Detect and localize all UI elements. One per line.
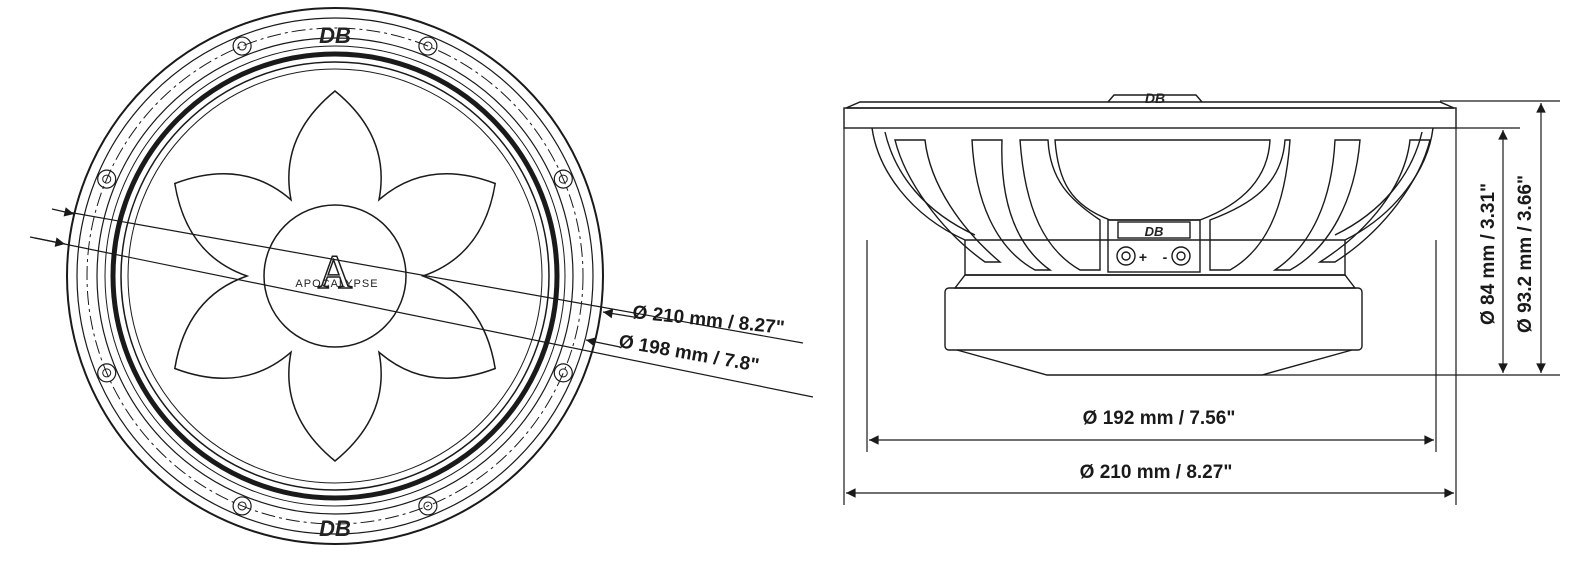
dim-label-mount-depth: Ø 84 mm / 3.31" bbox=[1478, 183, 1499, 325]
mount-hole-inner bbox=[558, 174, 568, 184]
mount-hole bbox=[232, 496, 252, 516]
top-logo-plate bbox=[1107, 94, 1203, 103]
mount-hole-inner bbox=[237, 501, 247, 511]
terminal-block bbox=[1107, 219, 1201, 273]
mount-hole bbox=[232, 36, 252, 56]
mount-hole bbox=[553, 363, 573, 383]
dim-label-front-inner: Ø 198 mm / 7.8" bbox=[617, 331, 761, 376]
spoke-5 bbox=[1272, 139, 1361, 271]
dim-label-front-outer: Ø 210 mm / 8.27" bbox=[631, 302, 785, 339]
mount-hole bbox=[97, 169, 117, 189]
side-dimensions bbox=[843, 100, 1560, 505]
dim-leader-outer bbox=[67, 211, 804, 344]
dim-leader-inner bbox=[34, 237, 814, 398]
frame-ring-2 bbox=[76, 17, 594, 535]
cone-edge bbox=[127, 68, 543, 484]
mount-hole bbox=[418, 496, 438, 516]
frame-ring-3 bbox=[96, 37, 574, 515]
mount-hole-inner bbox=[102, 368, 112, 378]
dust-cap bbox=[263, 204, 407, 348]
spoke-6 bbox=[1317, 139, 1431, 263]
magnet bbox=[944, 287, 1363, 351]
mount-hole-inner bbox=[102, 174, 112, 184]
mount-holes bbox=[97, 36, 573, 516]
front-logo-top: DB bbox=[319, 23, 351, 48]
front-logo-bottom: DB bbox=[319, 516, 351, 541]
dim-arrow-inner-right bbox=[585, 337, 621, 348]
mount-hole bbox=[97, 363, 117, 383]
frame-outer-ring bbox=[66, 7, 604, 545]
dim-label-total-depth: Ø 93.2 mm / 3.66" bbox=[1515, 175, 1536, 333]
mount-hole bbox=[418, 36, 438, 56]
magnet-top-plate bbox=[953, 274, 1357, 289]
mount-hole-inner bbox=[423, 501, 433, 511]
dim-arrow-outer-left bbox=[51, 207, 75, 217]
terminal-plus-post bbox=[1116, 246, 1136, 266]
back-plate bbox=[956, 349, 1353, 376]
terminal-minus-sign: - bbox=[1163, 249, 1168, 265]
mount-hole-circle bbox=[86, 27, 584, 525]
terminal-minus-post bbox=[1171, 246, 1191, 266]
mount-hole bbox=[553, 169, 573, 189]
terminal-logo: DB bbox=[1145, 224, 1164, 239]
side-top-logo: DB bbox=[1145, 90, 1165, 106]
dust-cap-model: APOCALYPSE bbox=[295, 278, 378, 290]
frame-ring-4 bbox=[104, 45, 566, 507]
dust-cap-letter: A bbox=[318, 246, 353, 299]
spoke-4 bbox=[1209, 139, 1291, 271]
side-view bbox=[843, 94, 1457, 376]
terminal-plus-post-inner bbox=[1121, 251, 1131, 261]
terminal-plus-sign: + bbox=[1139, 249, 1147, 265]
frame-flange bbox=[843, 107, 1457, 129]
mount-hole-inner bbox=[423, 41, 433, 51]
dim-arrow-outer-right bbox=[602, 308, 641, 319]
cone-star-pattern bbox=[173, 90, 497, 462]
spoke-3 bbox=[1019, 139, 1101, 271]
surround-outer bbox=[110, 51, 560, 501]
mount-hole-inner bbox=[558, 368, 568, 378]
surround-inner bbox=[120, 61, 550, 491]
terminal-minus-post-inner bbox=[1176, 251, 1186, 261]
dim-label-magnet-diameter: Ø 192 mm / 7.56" bbox=[1083, 408, 1236, 429]
terminal-logo-plate bbox=[1117, 221, 1191, 239]
front-view bbox=[29, 7, 814, 545]
mount-hole-inner bbox=[237, 41, 247, 51]
dim-arrow-inner-left bbox=[29, 236, 66, 247]
dim-label-frame-diameter: Ø 210 mm / 8.27" bbox=[1080, 462, 1233, 483]
spoke-2 bbox=[971, 139, 1053, 271]
spoke-1 bbox=[894, 139, 1002, 263]
basket-inner-curve bbox=[884, 131, 976, 236]
